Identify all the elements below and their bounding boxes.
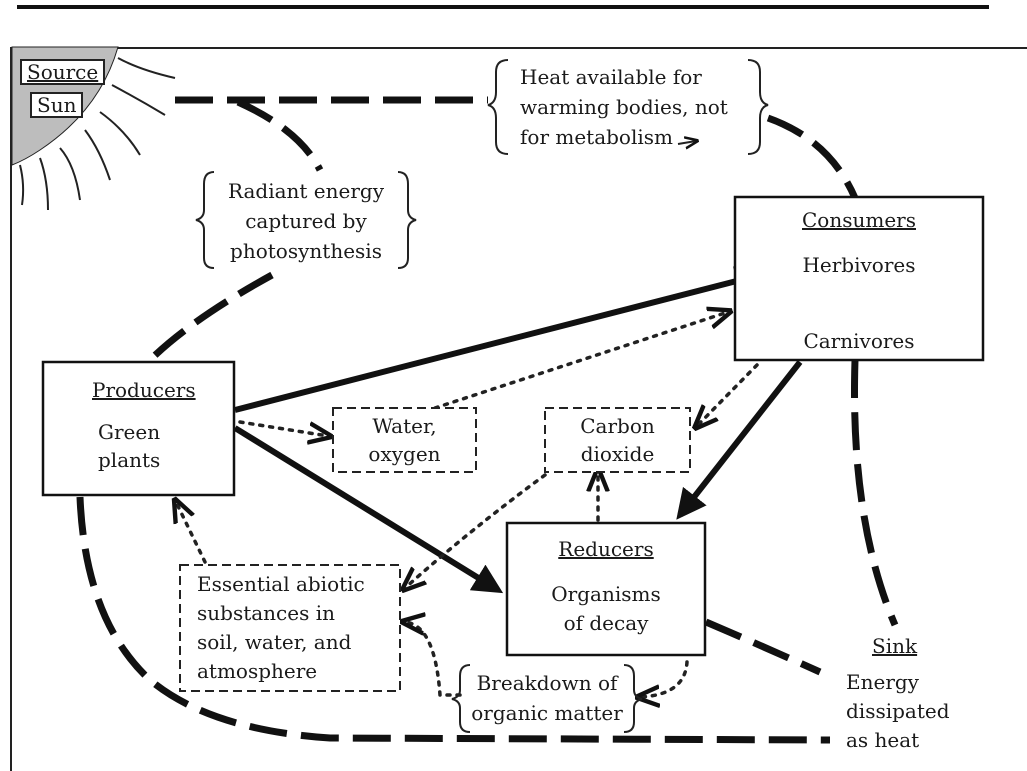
co2-line: dioxide [580,442,655,466]
heat-to-consumers-dash [766,114,859,200]
water-line: oxygen [368,442,441,466]
water-box [332,407,477,473]
producers-line: Green [98,420,161,444]
metabolism-arrow-icon [677,141,696,144]
note-braces [195,59,769,733]
heat-note-right-brace [747,59,769,155]
heat-note-line: warming bodies, not [520,95,728,119]
sun-label: Sun [30,92,84,118]
radiant-note-left-brace [195,171,215,269]
radiant-note-line: photosynthesis [230,239,382,263]
producers-to-reducers-arrow [233,425,504,594]
breakdown-note: Breakdown of organic matter [466,668,628,728]
heat-note-line: Heat available for [520,65,702,89]
co2-to-abiotic-arrow [405,473,547,588]
sink-line: as heat [846,728,920,752]
sink-body: Energy dissipated as heat [846,668,950,755]
radiant-to-producers-dash [145,271,274,365]
reducers-box [505,521,707,657]
energy-dissipation-lines [76,96,899,744]
reducers-title: Reducers [558,537,654,561]
producers-line: plants [98,448,161,472]
abiotic-line: Essential abiotic [197,572,365,596]
abiotic-line: substances in [197,601,335,625]
sink-line: dissipated [846,699,950,723]
breakdown-to-abiotic-arrow [405,622,462,697]
abiotic-line: atmosphere [197,659,318,683]
reducers-to-sink-dash [704,618,822,676]
carnivores-label: Carnivores [803,329,915,353]
heat-note-line: for metabolism [520,125,673,149]
water-to-consumers-arrow [433,312,728,410]
consumers-title: Consumers [802,208,916,232]
reducers-body: Organisms of decay [507,580,705,638]
nutrient-cycle-arrows [176,312,759,697]
breakdown-line: Breakdown of [476,671,618,695]
producers-body: Green plants [98,418,160,474]
carbon-dioxide-label: Carbon dioxide [545,412,690,468]
radiant-note-line: captured by [245,209,367,233]
consumers-to-co2-arrow [697,363,759,426]
sink-line: Energy [846,670,919,694]
water-oxygen-label: Water, oxygen [333,412,476,468]
heat-note-left-brace [487,59,509,155]
figure-frame [10,47,1027,771]
energy-arrows [233,266,871,594]
consumers-to-reducers-arrow [676,360,803,520]
herbivores-label: Herbivores [802,253,916,277]
producers-to-consumers-arrow [234,266,766,413]
breakdown-note-left-brace [451,664,471,733]
producers-box [41,360,236,497]
radiant-note-line: Radiant energy [227,179,385,203]
breakdown-line: organic matter [471,701,623,725]
radiant-note-right-brace [397,171,417,269]
abiotic-box [179,564,401,692]
heat-note: Heat available for warming bodies, not f… [520,62,728,152]
consumers-to-sink-dash [851,359,899,627]
sun-to-radiant-dash [236,98,324,172]
abiotic-to-producers-arrow [176,502,207,564]
co2-line: Carbon [580,414,655,438]
co2-box [544,407,691,473]
breakdown-note-right-brace [623,664,643,733]
reducers-to-breakdown-arrow [640,660,689,697]
consumers-box [733,195,985,362]
source-label: Source [20,59,106,85]
reducers-line: of decay [563,611,649,635]
sink-title: Sink [872,634,918,658]
abiotic-line: soil, water, and [197,630,352,654]
radiant-note: Radiant energy captured by photosynthesi… [214,176,398,266]
reducers-line: Organisms [551,582,661,606]
water-line: Water, [372,414,437,438]
top-rule [17,5,989,9]
abiotic-substances-label: Essential abiotic substances in soil, wa… [197,570,365,686]
producers-title: Producers [92,378,196,402]
producers-to-sink-dash [76,496,831,744]
producers-to-water-arrow [238,420,328,436]
